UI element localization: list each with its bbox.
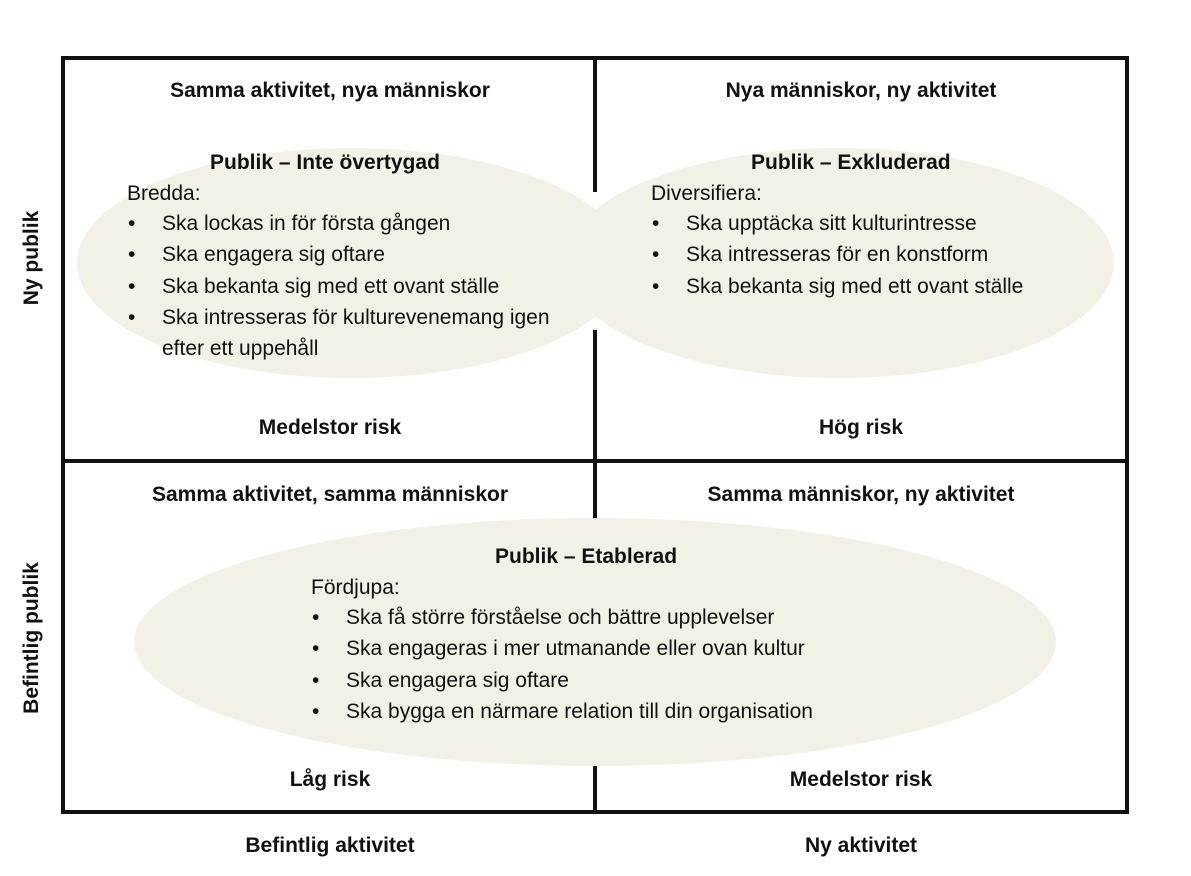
blob-excluded xyxy=(564,148,1114,378)
segment-title-excluded: Publik – Exkluderad xyxy=(751,151,951,174)
segment-title-established: Publik – Etablerad xyxy=(495,545,678,568)
list-item: •Ska intresseras för kulturevenemang ige… xyxy=(127,302,562,365)
bullet-icon: • xyxy=(312,606,320,629)
list-item: •Ska lockas in för första gången xyxy=(127,208,562,239)
bullet-icon: • xyxy=(312,699,320,723)
matrix-vertical-divider-top-b xyxy=(593,330,597,462)
segment-intro-established: Fördjupa: xyxy=(311,576,400,599)
segment-list-not-convinced: •Ska lockas in för första gången •Ska en… xyxy=(127,208,562,364)
segment-title-not-convinced: Publik – Inte övertygad xyxy=(210,151,440,174)
quadrant-title-top-left: Samma aktivitet, nya människor xyxy=(170,79,490,102)
list-item: •Ska bygga en närmare relation till din … xyxy=(311,696,813,727)
bullet-icon: • xyxy=(652,274,660,298)
segment-intro-excluded: Diversifiera: xyxy=(651,182,762,205)
segment-list-excluded: •Ska upptäcka sitt kulturintresse •Ska i… xyxy=(651,208,1023,302)
quadrant-title-bottom-right: Samma människor, ny aktivitet xyxy=(707,483,1015,506)
bullet-icon: • xyxy=(128,305,136,329)
list-item: •Ska upptäcka sitt kulturintresse xyxy=(651,208,1023,239)
segment-list-established: •Ska få större förståelse och bättre upp… xyxy=(311,602,813,727)
matrix-vertical-divider-top-a xyxy=(593,58,597,192)
list-item: •Ska bekanta sig med ett ovant ställe xyxy=(127,271,562,302)
bullet-icon: • xyxy=(128,243,136,267)
risk-label-top-right: Hög risk xyxy=(818,416,904,439)
quadrant-title-top-right: Nya människor, ny aktivitet xyxy=(725,79,997,102)
list-item: •Ska engagera sig oftare xyxy=(127,239,562,270)
list-item: •Ska engageras i mer utmanande eller ova… xyxy=(311,633,813,664)
axis-label-new-audience: Ny publik xyxy=(20,210,43,306)
matrix-vertical-divider-bottom-a xyxy=(593,460,597,518)
list-item: •Ska bekanta sig med ett ovant ställe xyxy=(651,271,1023,302)
quadrant-title-bottom-left: Samma aktivitet, samma människor xyxy=(152,483,508,506)
axis-label-existing-activity: Befintlig aktivitet xyxy=(245,834,415,857)
risk-label-bottom-left: Låg risk xyxy=(289,768,371,791)
bullet-icon: • xyxy=(128,274,136,298)
axis-label-existing-audience: Befintlig publik xyxy=(20,562,43,714)
bullet-icon: • xyxy=(128,212,136,235)
list-item: •Ska intresseras för en konstform xyxy=(651,239,1023,270)
blob-established xyxy=(134,518,1056,766)
blob-not-convinced xyxy=(77,148,627,378)
risk-label-top-left: Medelstor risk xyxy=(258,416,402,439)
bullet-icon: • xyxy=(312,637,320,661)
list-item: •Ska engagera sig oftare xyxy=(311,665,813,696)
bullet-icon: • xyxy=(652,243,660,267)
matrix-vertical-divider-bottom-b xyxy=(593,766,597,812)
list-item: •Ska få större förståelse och bättre upp… xyxy=(311,602,813,633)
bullet-icon: • xyxy=(312,668,320,692)
bullet-icon: • xyxy=(652,212,660,235)
risk-label-bottom-right: Medelstor risk xyxy=(789,768,933,791)
segment-intro-not-convinced: Bredda: xyxy=(127,182,201,205)
axis-label-new-activity: Ny aktivitet xyxy=(804,834,918,857)
